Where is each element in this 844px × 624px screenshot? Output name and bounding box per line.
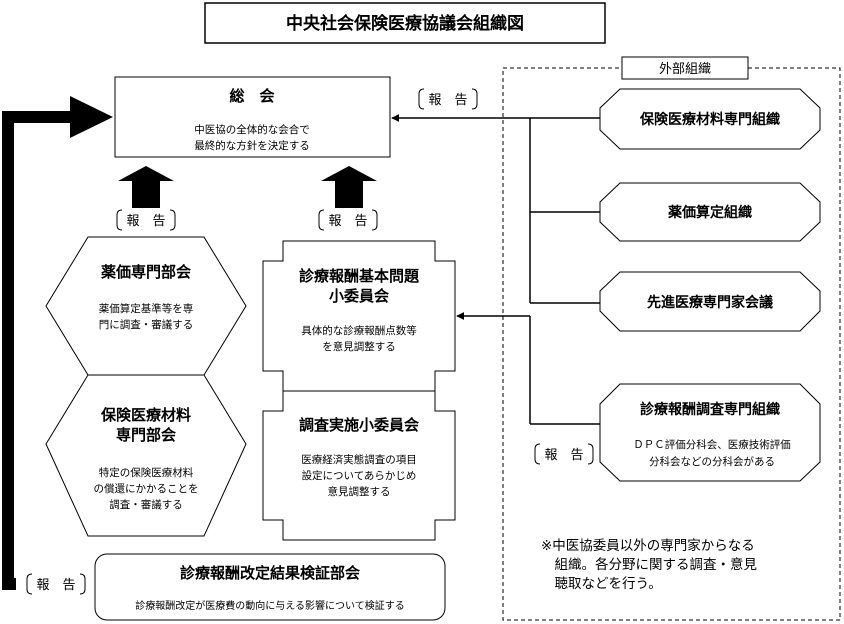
material-subcommittee-name: 保険医療材料 <box>100 406 191 424</box>
verification-subcommittee: 診療報酬改定結果検証部会 診療報酬改定が医療費の動向に与える影響について検証する <box>94 553 446 621</box>
up-arrow-left <box>118 166 174 208</box>
survey-committee-name: 調査実施小委員会 <box>299 416 419 434</box>
material-subcommittee: 保険医療材料 専門部会 特定の保険医療材料 の償還にかかることを 調査・審議する <box>45 374 247 537</box>
connector-lines <box>391 114 600 425</box>
report-label-text: 報 告 <box>36 578 75 593</box>
material-subcommittee-desc: 特定の保険医療材料 <box>99 466 194 479</box>
external-note: ※中医協委員以外の専門家からなる 組織。各分野に関する調査・意見 聴取などを行う… <box>541 537 757 592</box>
survey-committee-desc: 意見調整する <box>328 485 391 498</box>
drug-price-subcommittee-desc: 薬価算定基準等を専 <box>99 302 194 315</box>
external-note-line: 聴取などを行う。 <box>541 576 662 592</box>
report-label-left: 報 告 <box>116 209 176 231</box>
external-org-survey: 診療報酬調査専門組織 ＤＰＣ評価分科会、医療技術評価 分科会などの分科会がある <box>599 383 821 482</box>
general-assembly-box: 総 会 中医協の全体的な会合で 最終的な方針を決定する <box>114 76 391 158</box>
survey-org-desc: 分科会などの分科会がある <box>649 455 775 468</box>
external-org-material: 保険医療材料専門組織 <box>599 88 821 150</box>
survey-org-desc: ＤＰＣ評価分科会、医療技術評価 <box>633 438 791 451</box>
external-note-line: ※中医協委員以外の専門家からなる <box>541 537 755 554</box>
basic-issues-subcommittee: 診療報酬基本問題 小委員会 具体的な診療報酬点数等 を意見調整する <box>262 240 456 392</box>
general-assembly-desc-line: 中医協の全体的な会合で <box>194 123 310 136</box>
verification-report-path <box>2 96 113 590</box>
external-org-name: 薬価算定組織 <box>668 204 752 221</box>
basic-issues-desc: 具体的な診療報酬点数等 <box>301 324 417 337</box>
up-arrow-right <box>321 166 377 208</box>
report-label-verification: 報 告 <box>26 573 86 595</box>
report-label-text: 報 告 <box>544 448 583 463</box>
report-label-text: 報 告 <box>126 214 165 229</box>
material-subcommittee-name: 専門部会 <box>116 426 176 444</box>
survey-org-name: 診療報酬調査専門組織 <box>640 401 780 418</box>
report-label-survey: 報 告 <box>534 443 594 465</box>
basic-issues-name: 診療報酬基本問題 <box>299 267 420 285</box>
report-label-external: 報 告 <box>418 88 478 110</box>
general-assembly-name: 総 会 <box>229 87 274 105</box>
survey-implementation-subcommittee: 調査実施小委員会 医療経済実態調査の項目 設定についてあらかじめ 意見調整する <box>262 390 456 541</box>
report-label-text: 報 告 <box>428 93 467 108</box>
verification-name: 診療報酬改定結果検証部会 <box>180 564 360 582</box>
general-assembly-desc-line: 最終的な方針を決定する <box>194 139 310 152</box>
chart-title: 中央社会保険医療協議会組織図 <box>204 2 606 44</box>
external-note-line: 組織。各分野に関する調査・意見 <box>541 556 757 573</box>
drug-price-subcommittee-name: 薬価専門部会 <box>100 263 191 281</box>
external-organizations-label: 外部組織 <box>659 62 711 77</box>
material-subcommittee-desc: 調査・審議する <box>109 498 183 511</box>
chart-title-text: 中央社会保険医療協議会組織図 <box>286 13 524 34</box>
basic-issues-desc: を意見調整する <box>322 340 396 353</box>
survey-committee-desc: 設定についてあらかじめ <box>302 469 417 482</box>
basic-issues-name: 小委員会 <box>329 287 389 305</box>
external-org-advanced-medicine: 先進医療専門家会議 <box>599 271 821 332</box>
external-organizations-area: 外部組織 <box>502 56 841 621</box>
verification-desc: 診療報酬改定が医療費の動向に与える影響について検証する <box>135 599 404 612</box>
report-label-right: 報 告 <box>318 209 378 231</box>
drug-price-subcommittee: 薬価専門部会 薬価算定基準等を専 門に調査・審議する <box>45 236 247 376</box>
external-org-name: 先進医療専門家会議 <box>647 294 773 311</box>
survey-committee-desc: 医療経済実態調査の項目 <box>301 453 417 466</box>
material-subcommittee-desc: の償還にかかることを <box>94 482 199 495</box>
external-org-drug-price: 薬価算定組織 <box>599 182 821 242</box>
external-org-name: 保険医療材料専門組織 <box>639 111 780 128</box>
report-label-text: 報 告 <box>328 214 367 229</box>
drug-price-subcommittee-desc: 門に調査・審議する <box>99 318 194 331</box>
